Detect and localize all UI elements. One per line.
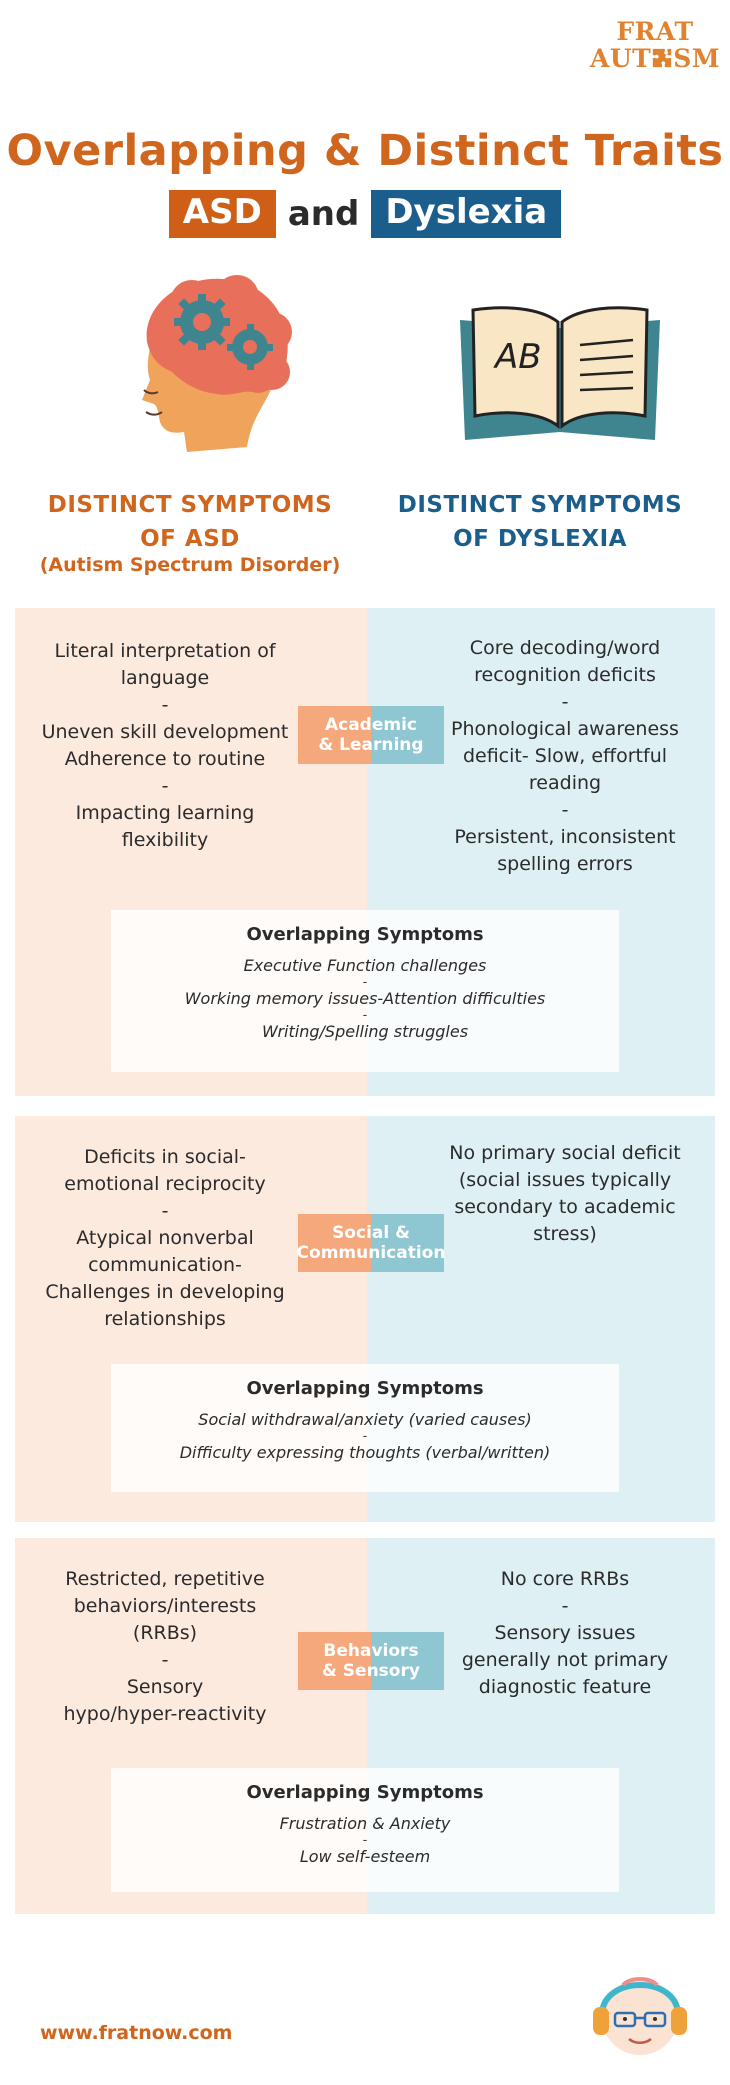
asd-symptom-line: Deficits in social-	[84, 1146, 246, 1168]
logo-line2: AUT SM	[590, 45, 720, 72]
open-book-icon: AB	[460, 306, 660, 440]
asd-symptoms: Restricted, repetitive behaviors/interes…	[15, 1566, 315, 1728]
asd-symptom-line: communication-	[88, 1254, 242, 1276]
dyslexia-symptoms: No primary social deficit (social issues…	[435, 1140, 695, 1248]
asd-symptom-line: Restricted, repetitive	[65, 1568, 265, 1590]
overlap-item: Difficulty expressing thoughts (verbal/w…	[179, 1443, 551, 1462]
dyslexia-heading-line1: DISTINCT SYMPTOMS	[397, 492, 683, 518]
asd-tag: ASD	[168, 190, 276, 238]
dyslexia-heading: DISTINCT SYMPTOMS OF DYSLEXIA	[370, 488, 710, 556]
category-label-behaviors: Behaviors& Sensory	[298, 1632, 444, 1690]
overlap-item: Frustration & Anxiety	[279, 1814, 451, 1833]
asd-subheading: (Autism Spectrum Disorder)	[39, 554, 341, 576]
book-letters: AB	[493, 337, 542, 377]
overlap-title: Overlapping Symptoms	[246, 1782, 484, 1803]
dyslexia-symptom-line: Phonological awareness	[451, 718, 679, 740]
asd-symptom-line: language	[120, 667, 210, 689]
dyslexia-heading-line2: OF DYSLEXIA	[453, 526, 627, 552]
dyslexia-symptom-line: No primary social deficit	[449, 1142, 681, 1164]
overlap-item: Writing/Spelling struggles	[261, 1022, 469, 1041]
category-label-line2: Communication	[296, 1243, 446, 1263]
puzzle-icon	[653, 48, 672, 68]
asd-symptom-line: Literal interpretation of	[54, 640, 276, 662]
dyslexia-tag: Dyslexia	[371, 190, 562, 238]
dyslexia-symptoms: No core RRBs - Sensory issues generally …	[435, 1566, 695, 1701]
asd-symptoms: Deficits in social- emotional reciprocit…	[15, 1144, 315, 1333]
overlap-item: Working memory issues-Attention difficul…	[184, 989, 546, 1008]
asd-symptom-line: hypo/hyper-reactivity	[63, 1703, 267, 1725]
category-label-line1: Behaviors	[323, 1641, 419, 1661]
asd-symptom-line: relationships	[104, 1308, 226, 1330]
asd-heading: DISTINCT SYMPTOMS OF ASD	[20, 488, 360, 556]
dyslexia-symptom-line: generally not primary	[461, 1649, 669, 1671]
category-label-line1: Social &	[332, 1223, 410, 1243]
asd-symptom-line: Challenges in developing	[45, 1281, 285, 1303]
overlap-box-behaviors: Overlapping Symptoms Frustration & Anxie…	[111, 1768, 619, 1892]
overlap-item: Executive Function challenges	[243, 956, 487, 975]
asd-symptoms: Literal interpretation of language - Une…	[15, 638, 315, 854]
category-label-line2: & Sensory	[322, 1661, 420, 1681]
asd-symptom-line: Adherence to routine	[64, 748, 266, 770]
section-social: Deficits in social- emotional reciprocit…	[15, 1116, 715, 1522]
logo-text-b: SM	[673, 44, 720, 73]
logo-line1: FRAT	[616, 17, 694, 46]
asd-heading-line1: DISTINCT SYMPTOMS	[47, 492, 333, 518]
asd-symptom-line: -	[161, 1649, 169, 1671]
overlap-box-social: Overlapping Symptoms Social withdrawal/a…	[111, 1364, 619, 1492]
asd-symptom-line: flexibility	[121, 829, 209, 851]
dyslexia-symptom-line: stress)	[533, 1223, 597, 1245]
asd-symptom-line: behaviors/interests	[73, 1595, 257, 1617]
overlap-title: Overlapping Symptoms	[246, 924, 484, 945]
asd-symptom-line: -	[161, 694, 169, 716]
overlap-item: Social withdrawal/anxiety (varied causes…	[198, 1410, 532, 1429]
category-label-academic: Academic& Learning	[298, 706, 444, 764]
asd-symptom-line: -	[161, 1200, 169, 1222]
dyslexia-symptoms: Core decoding/word recognition deficits …	[435, 635, 695, 878]
overlap-title: Overlapping Symptoms	[246, 1378, 484, 1399]
section-academic: Literal interpretation of language - Une…	[15, 608, 715, 1096]
dyslexia-symptom-line: -	[561, 691, 569, 713]
dyslexia-symptom-line: (social issues typically	[458, 1169, 672, 1191]
dyslexia-symptom-line: diagnostic feature	[478, 1676, 652, 1698]
and-connector: and	[287, 194, 360, 234]
dyslexia-symptom-line: deficit- Slow, effortful	[462, 745, 668, 767]
dyslexia-symptom-line: Sensory issues	[494, 1622, 636, 1644]
asd-symptom-line: Impacting learning	[75, 802, 255, 824]
category-label-line1: Academic	[324, 715, 417, 735]
page-title: Overlapping & Distinct Traits	[6, 126, 724, 176]
asd-symptom-line: Uneven skill development	[41, 721, 289, 743]
head-gears-icon	[142, 275, 292, 452]
dyslexia-symptom-line: -	[561, 799, 569, 821]
asd-symptom-line: -	[161, 775, 169, 797]
dyslexia-symptom-line: No core RRBs	[500, 1568, 630, 1590]
mascot-headphones-icon	[593, 1977, 687, 2055]
footer-url: www.fratnow.com	[40, 2022, 233, 2044]
overlap-item: Low self-esteem	[299, 1847, 431, 1866]
asd-symptom-line: (RRBs)	[132, 1622, 198, 1644]
dyslexia-symptom-line: spelling errors	[497, 853, 633, 875]
dyslexia-symptom-line: Core decoding/word	[469, 637, 661, 659]
subtitle-row: ASD and Dyslexia	[0, 190, 730, 238]
category-label-line2: & Learning	[318, 735, 424, 755]
asd-symptom-line: Atypical nonverbal	[76, 1227, 254, 1249]
category-label-social: Social &Communication	[296, 1214, 446, 1272]
overlap-divider: -	[362, 1008, 368, 1023]
dyslexia-symptom-line: Persistent, inconsistent	[454, 826, 676, 848]
asd-symptom-line: Sensory	[126, 1676, 204, 1698]
dyslexia-symptom-line: secondary to academic	[454, 1196, 676, 1218]
asd-heading-line2: OF ASD	[140, 526, 240, 552]
dyslexia-symptom-line: recognition deficits	[474, 664, 656, 686]
brand-logo: FRAT AUT SM	[590, 18, 720, 72]
dyslexia-symptom-line: -	[561, 1595, 569, 1617]
asd-symptom-line: emotional reciprocity	[64, 1173, 266, 1195]
overlap-divider: -	[362, 1429, 368, 1444]
overlap-box-academic: Overlapping Symptoms Executive Function …	[111, 910, 619, 1072]
section-behaviors: Restricted, repetitive behaviors/interes…	[15, 1538, 715, 1914]
overlap-divider: -	[362, 1833, 368, 1848]
dyslexia-symptom-line: reading	[528, 772, 602, 794]
overlap-divider: -	[362, 975, 368, 990]
logo-text-a: AUT	[589, 44, 652, 73]
